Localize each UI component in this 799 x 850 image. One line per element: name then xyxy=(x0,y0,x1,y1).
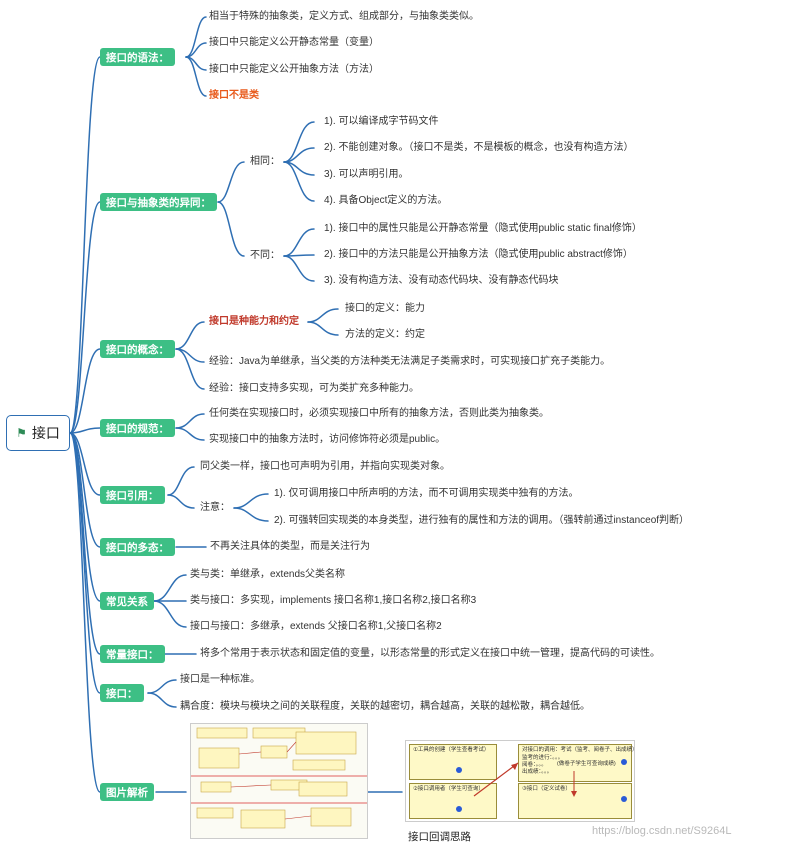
compare-diff-3: 3). 没有构造方法、没有动态代码块、没有静态代码块 xyxy=(324,275,559,286)
constant-item-1: 将多个常用于表示状态和固定值的变量，以形态常量的形式定义在接口中统一管理，提高代… xyxy=(200,648,660,659)
callback-card-tool: ①工具的创建（学生查看考试） xyxy=(409,744,497,780)
callback-card-caller: ②接口调用者（学生可查询） xyxy=(409,783,497,819)
compare-same-label: 相同： xyxy=(250,156,280,167)
interface-item-1: 接口是一种标准。 xyxy=(180,674,260,685)
interface-item-2: 耦合度：模块与模块之间的关联程度，关联的越密切，耦合越高，关联的越松散，耦合越低… xyxy=(180,701,590,712)
watermark: https://blog.csdn.net/S9264L xyxy=(592,825,732,837)
branch-constant-label: 常量接口： xyxy=(106,648,159,661)
compare-same-4: 4). 具备Object定义的方法。 xyxy=(324,195,448,206)
flag-icon: ⚑ xyxy=(16,426,27,440)
reference-note-label: 注意： xyxy=(200,502,230,513)
concept-main: 接口是种能力和约定 xyxy=(209,316,299,327)
concept-sub-2: 方法的定义：约定 xyxy=(345,329,425,340)
branch-compare-label: 接口与抽象类的异同： xyxy=(106,196,211,209)
polymorphism-item-1: 不再关注具体的类型，而是关注行为 xyxy=(210,541,370,552)
branch-syntax[interactable]: 接口的语法： xyxy=(100,48,175,66)
branch-concept-label: 接口的概念： xyxy=(106,343,169,356)
root-node[interactable]: ⚑ 接口 xyxy=(6,415,70,451)
reference-note-1: 1). 仅可调用接口中所声明的方法，而不可调用实现类中独有的方法。 xyxy=(274,488,579,499)
compare-diff-label: 不同： xyxy=(250,250,280,261)
branch-reference[interactable]: 接口引用： xyxy=(100,486,165,504)
compare-diff-1: 1). 接口中的属性只能是公开静态常量（隐式使用public static fi… xyxy=(324,223,642,234)
branch-polymorphism[interactable]: 接口的多态： xyxy=(100,538,175,556)
relations-item-1: 类与类：单继承，extends父类名称 xyxy=(190,569,346,580)
branch-compare[interactable]: 接口与抽象类的异同： xyxy=(100,193,217,211)
compare-diff-2: 2). 接口中的方法只能是公开抽象方法（隐式使用public abstract修… xyxy=(324,249,633,260)
syntax-item-2: 接口中只能定义公开静态常量（变量） xyxy=(209,37,379,48)
syntax-item-3: 接口中只能定义公开抽象方法（方法） xyxy=(209,64,379,75)
syntax-item-4: 接口不是类 xyxy=(209,90,259,101)
callback-card-invoke: 对接口的调用：考试（监考、阅卷子、出成绩） 监考的进行：。。。 阅卷：。。。 出… xyxy=(518,744,638,782)
concept-item-2: 经验：接口支持多实现，可为类扩充多种能力。 xyxy=(209,383,419,394)
reference-item-1: 同父类一样，接口也可声明为引用，并指向实现类对象。 xyxy=(200,461,450,472)
compare-same-3: 3). 可以声明引用。 xyxy=(324,169,409,180)
callback-arrows xyxy=(473,762,577,797)
rules-item-1: 任何类在实现接口时，必须实现接口中所有的抽象方法，否则此类为抽象类。 xyxy=(209,408,549,419)
branch-interface-label: 接口： xyxy=(106,687,138,700)
image-caption: 接口回调思路 xyxy=(408,831,471,843)
syntax-item-1: 相当于特殊的抽象类，定义方式、组成部分，与抽象类类似。 xyxy=(209,11,479,22)
branch-constant-interface[interactable]: 常量接口： xyxy=(100,645,165,663)
rules-item-2: 实现接口中的抽象方法时，访问修饰符必须是public。 xyxy=(209,434,446,445)
relations-item-3: 接口与接口：多继承，extends 父接口名称1,父接口名称2 xyxy=(190,621,442,632)
branch-concept[interactable]: 接口的概念： xyxy=(100,340,175,358)
callback-card-interface: ③接口（定义试卷） xyxy=(518,783,632,819)
image-collage[interactable] xyxy=(190,723,368,839)
branch-reference-label: 接口引用： xyxy=(106,489,159,502)
branch-image-analysis[interactable]: 图片解析 xyxy=(100,783,154,801)
branch-interface[interactable]: 接口： xyxy=(100,684,144,702)
root-title: 接口 xyxy=(31,425,60,441)
concept-sub-1: 接口的定义：能力 xyxy=(345,303,425,314)
branch-relations[interactable]: 常见关系 xyxy=(100,592,154,610)
branch-image-label: 图片解析 xyxy=(106,786,148,799)
branch-polymorphism-label: 接口的多态： xyxy=(106,541,169,554)
image-callback-diagram[interactable]: ①工具的创建（学生查看考试） ②接口调用者（学生可查询） 对接口的调用：考试（监… xyxy=(405,740,638,822)
branch-relations-label: 常见关系 xyxy=(106,595,148,608)
branch-rules[interactable]: 接口的规范： xyxy=(100,419,175,437)
compare-same-1: 1). 可以编译成字节码文件 xyxy=(324,116,439,127)
reference-note-2: 2). 可强转回实现类的本身类型，进行独有的属性和方法的调用。（强转前通过ins… xyxy=(274,515,690,526)
branch-rules-label: 接口的规范： xyxy=(106,422,169,435)
collage-drawing xyxy=(191,724,367,838)
compare-same-2: 2). 不能创建对象。（接口不是类，不是模板的概念，也没有构造方法） xyxy=(324,142,634,153)
relations-item-2: 类与接口：多实现，implements 接口名称1,接口名称2,接口名称3 xyxy=(190,595,477,606)
branch-syntax-label: 接口的语法： xyxy=(106,51,169,64)
concept-item-1: 经验：Java为单继承，当父类的方法种类无法满足子类需求时，可实现接口扩充子类能… xyxy=(209,356,611,367)
